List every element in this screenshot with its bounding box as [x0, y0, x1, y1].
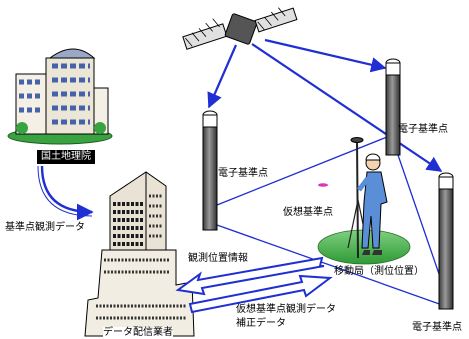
- gsi-label: 国土地理院: [37, 150, 95, 164]
- antenna-pillar-icon: [202, 110, 218, 231]
- office-building-icon: [7, 48, 113, 145]
- tower-building-icon: [84, 171, 195, 337]
- correction-data-arrow: [188, 274, 333, 314]
- obs-position-label: 観測位置情報: [188, 253, 248, 264]
- gsi-to-provider-arrow: [40, 165, 94, 221]
- vrs-data-label: 仮想基準点観測データ: [236, 304, 336, 315]
- network-lines: [216, 134, 449, 307]
- satellite-signal-arrows: [207, 38, 443, 172]
- cors-label-3: 電子基準点: [412, 322, 462, 333]
- antenna-pillar-icon: [385, 58, 401, 156]
- base-obs-label: 基準点観測データ: [5, 222, 85, 233]
- cors-label-1: 電子基準点: [218, 168, 268, 179]
- cors-label-2: 電子基準点: [398, 124, 448, 135]
- provider-label: データ配信業者: [103, 327, 173, 339]
- virtual-point-label: 仮想基準点: [283, 207, 333, 218]
- correction-label: 補正データ: [236, 318, 286, 329]
- virtual-point-marker: [318, 183, 328, 187]
- satellite-icon: [182, 7, 298, 50]
- rover-label: 移動局（測位位置）: [334, 266, 424, 277]
- antenna-pillar-icon: [438, 172, 454, 310]
- surveyor-icon: [347, 137, 388, 259]
- obs-position-arrow: [175, 256, 325, 296]
